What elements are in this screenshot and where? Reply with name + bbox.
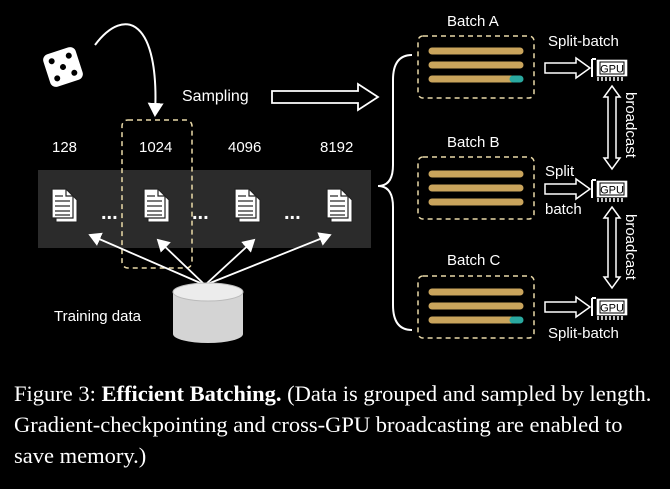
ellipsis: ... bbox=[284, 202, 301, 224]
svg-text:GPU: GPU bbox=[600, 303, 624, 315]
split-arrow-b bbox=[544, 177, 592, 201]
split-label-b-line1: Split bbox=[545, 163, 575, 180]
ellipsis: ... bbox=[101, 202, 118, 224]
gpu-icon: GPU bbox=[591, 179, 629, 203]
ellipsis: ... bbox=[192, 202, 209, 224]
data-arrow bbox=[156, 238, 206, 286]
sampling-label: Sampling bbox=[182, 88, 249, 105]
split-arrow-a bbox=[544, 56, 592, 80]
broadcast-label-1: broadcast bbox=[622, 92, 639, 159]
sampling-arrow bbox=[271, 82, 380, 112]
svg-text:GPU: GPU bbox=[600, 185, 624, 197]
split-batch-label-a: Split-batch bbox=[548, 33, 619, 50]
batch-b-box bbox=[417, 156, 535, 220]
batch-brace bbox=[377, 54, 413, 331]
database-icon bbox=[172, 282, 244, 343]
gpu-icon: GPU bbox=[591, 297, 629, 321]
selected-length-box bbox=[121, 119, 193, 269]
training-data-label: Training data bbox=[54, 308, 142, 325]
broadcast-arrow-1 bbox=[602, 84, 622, 171]
dice-to-1024-arrow bbox=[94, 23, 164, 117]
split-label-b-line2: batch bbox=[545, 201, 582, 218]
batch-c-label: Batch C bbox=[447, 252, 501, 269]
broadcast-arrow-2 bbox=[602, 205, 622, 290]
caption-body: (Data is grouped and sampled by length. … bbox=[14, 381, 652, 468]
batch-a-label: Batch A bbox=[447, 13, 499, 30]
broadcast-label-2: broadcast bbox=[622, 214, 639, 281]
length-label-128: 128 bbox=[52, 139, 77, 156]
batch-c-box bbox=[417, 275, 535, 339]
length-label-8192: 8192 bbox=[320, 139, 353, 156]
caption-prefix: Figure 3: bbox=[14, 381, 102, 406]
data-arrow bbox=[88, 232, 206, 286]
batch-b-label: Batch B bbox=[447, 134, 500, 151]
split-arrow-c bbox=[544, 295, 592, 319]
gpu-icon: GPU bbox=[591, 58, 629, 82]
caption-title: Efficient Batching. bbox=[101, 381, 282, 406]
figure-caption: Figure 3: Efficient Batching. (Data is g… bbox=[14, 378, 660, 471]
length-label-4096: 4096 bbox=[228, 139, 261, 156]
dice-icon bbox=[43, 47, 83, 87]
data-arrow bbox=[204, 232, 332, 286]
data-arrow bbox=[204, 238, 256, 286]
length-label-1024: 1024 bbox=[139, 139, 172, 156]
svg-text:GPU: GPU bbox=[600, 64, 624, 76]
split-batch-label-c: Split-batch bbox=[548, 325, 619, 342]
batch-a-box bbox=[417, 35, 535, 99]
